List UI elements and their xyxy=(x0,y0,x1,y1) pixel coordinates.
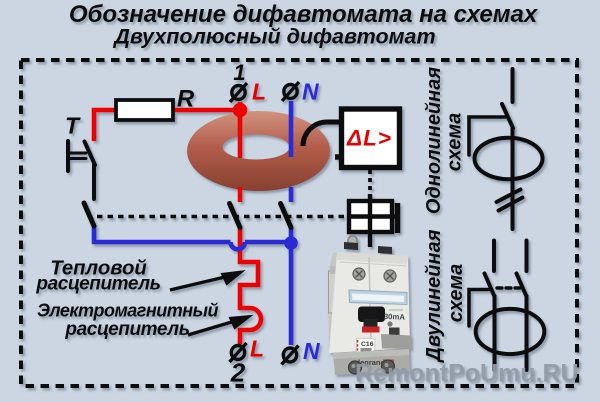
svg-text:T: T xyxy=(65,113,81,139)
svg-text:схема: схема xyxy=(444,113,466,172)
svg-text:R: R xyxy=(177,86,195,113)
svg-text:L: L xyxy=(252,79,266,105)
svg-text:Электромагнитный: Электромагнитный xyxy=(37,301,219,321)
svg-text:Двухполюсный дифавтомат: Двухполюсный дифавтомат xyxy=(112,25,435,49)
svg-text:RemontPoUmu.RU: RemontPoUmu.RU xyxy=(355,360,579,388)
svg-text:Двулинейная: Двулинейная xyxy=(423,229,445,363)
svg-text:C16: C16 xyxy=(361,341,374,348)
svg-text:расцепитель: расцепитель xyxy=(64,319,189,340)
svg-text:схема: схема xyxy=(445,264,467,323)
svg-text:ΔL>: ΔL> xyxy=(346,126,392,151)
svg-text:2: 2 xyxy=(230,358,246,388)
svg-text:Обозначение дифавтомата на схе: Обозначение дифавтомата на схемах xyxy=(69,1,539,28)
svg-text:L: L xyxy=(250,336,264,362)
svg-text:30mA: 30mA xyxy=(384,312,406,322)
svg-text:Однолинейная: Однолинейная xyxy=(423,67,445,214)
svg-text:N: N xyxy=(302,79,319,105)
svg-text:Тепловой: Тепловой xyxy=(50,258,147,280)
svg-text:N: N xyxy=(303,338,320,364)
svg-text:legrand: legrand xyxy=(358,358,386,367)
svg-text:1: 1 xyxy=(233,60,245,85)
svg-text:расцепитель: расцепитель xyxy=(35,274,160,295)
